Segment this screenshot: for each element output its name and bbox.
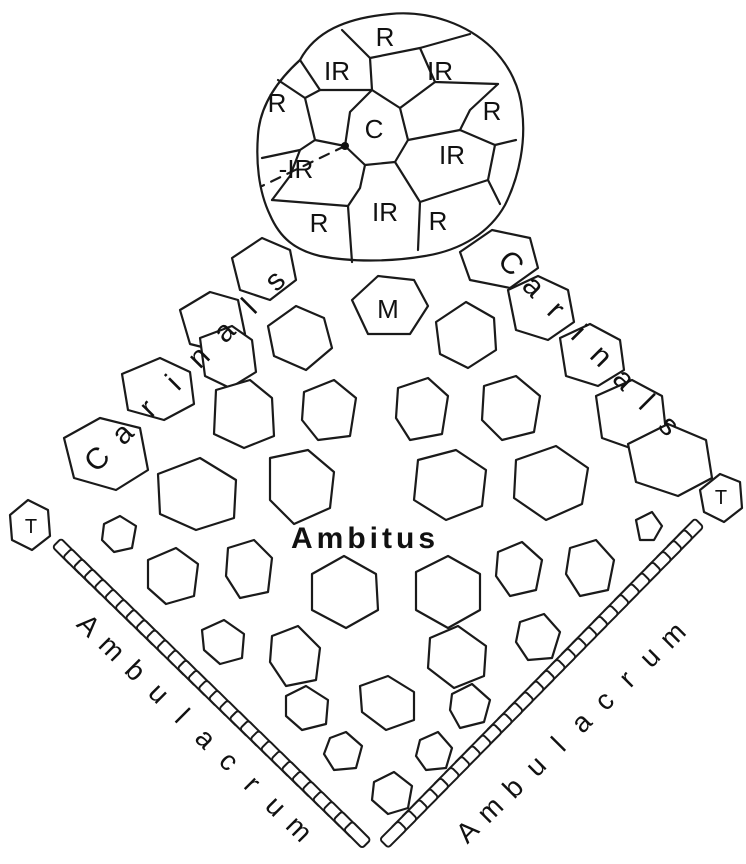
plate-label-ir: IR <box>372 197 398 227</box>
ambitus-label: Ambitus <box>291 522 439 555</box>
label-letter: m <box>653 616 691 654</box>
interambulacral-plate <box>416 556 480 628</box>
interambulacral-plate <box>496 542 542 596</box>
plate-label-r: R <box>483 96 502 126</box>
interambulacral-plate <box>312 556 378 628</box>
periproct-dot <box>341 142 349 150</box>
plate-label-ir: IR <box>439 140 465 170</box>
interambulacral-plate <box>428 626 486 688</box>
interambulacral-plate <box>302 380 356 440</box>
label-letter: r <box>238 769 267 798</box>
ambulacral-plate <box>380 821 407 848</box>
label-letter: l <box>545 731 571 757</box>
label-letter: m <box>280 809 318 847</box>
label-letter: b <box>119 654 152 687</box>
label-letter: c <box>213 745 245 777</box>
label-letter: u <box>519 749 552 782</box>
madreporite-label: M <box>377 294 399 324</box>
interambulacral-plate <box>148 548 198 604</box>
plate-label-r: R <box>268 88 287 118</box>
label-letter: c <box>588 685 620 717</box>
plate-label-c: C <box>365 114 384 144</box>
interambulacral-plate <box>286 686 328 730</box>
terminal-label-left: T <box>25 516 37 538</box>
interambulacral-plate <box>514 446 588 520</box>
interambulacral-plate <box>516 614 560 660</box>
interambulacral-plate <box>436 302 496 368</box>
label-letter: A <box>450 813 485 848</box>
interambulacral-plate <box>202 620 244 664</box>
interambulacral-plate <box>268 306 332 370</box>
label-letter: r <box>613 664 642 693</box>
label-letter: a <box>189 722 222 755</box>
label-letter: m <box>93 629 131 667</box>
interambulacral-plate <box>158 458 236 530</box>
label-letter: u <box>633 640 666 673</box>
interambulacral-plate <box>416 732 452 770</box>
interambulacral-plate <box>636 512 662 540</box>
interambulacral-plate <box>482 376 540 440</box>
interambulacral-plate <box>270 450 334 524</box>
plate-label-ir: IR <box>427 56 453 86</box>
label-letter: b <box>496 771 529 804</box>
plate-label-r: R <box>429 206 448 236</box>
apical-disc: R IR IR R C R -IR IR R IR R <box>257 13 523 262</box>
interambulacral-plate <box>214 380 274 448</box>
label-letter: A <box>71 608 106 643</box>
interambulacral-plate <box>226 540 272 598</box>
ambulacral-plate <box>344 821 371 848</box>
label-letter: a <box>565 706 598 739</box>
label-letter: m <box>471 790 509 828</box>
interambulacral-plate <box>270 626 320 686</box>
label-letter: l <box>169 703 195 729</box>
interambulacral-plate <box>324 732 362 770</box>
plate-label-r: R <box>376 22 395 52</box>
label-letter: u <box>142 677 175 710</box>
interambulacral-plate <box>414 450 486 520</box>
interambulacral-plate <box>360 676 414 730</box>
interambulacral-plate <box>566 540 614 596</box>
label-letter: u <box>259 790 292 823</box>
plate-label-ir: -IR <box>279 154 314 184</box>
plate-label-r: R <box>310 208 329 238</box>
interambulacral-plate <box>450 684 490 728</box>
interambulacral-plate <box>102 516 136 552</box>
terminal-label-right: T <box>715 487 727 509</box>
interambulacral-plate <box>396 378 448 440</box>
plate-label-ir: IR <box>324 56 350 86</box>
interambulacral-plate <box>372 772 412 814</box>
